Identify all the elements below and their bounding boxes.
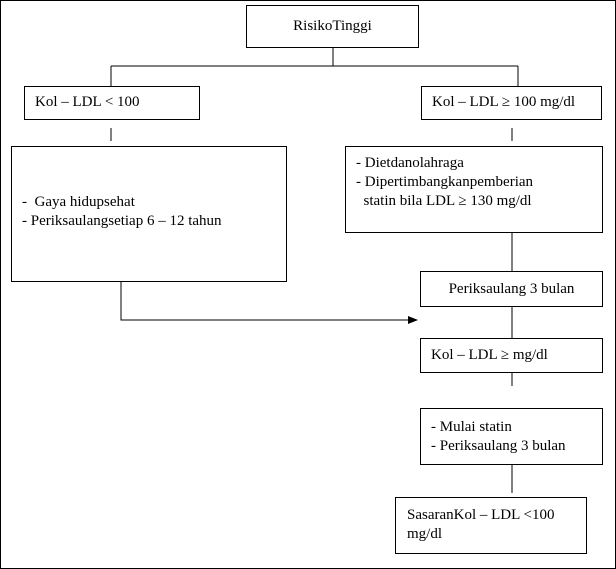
statin-action-line-2: - Periksaulang 3 bulan bbox=[431, 438, 566, 454]
left-action-line-2: - Periksaulangsetiap 6 – 12 tahun bbox=[22, 213, 222, 229]
condition-2-label: Kol – LDL ≥ mg/dl bbox=[431, 347, 548, 363]
target-node: SasaranKol – LDL <100 mg/dl bbox=[395, 497, 587, 554]
right-action-line-1: - Dietdanolahraga bbox=[356, 155, 464, 171]
right-action-node: - Dietdanolahraga - Dipertimbangkanpembe… bbox=[345, 146, 603, 233]
target-line-2: mg/dl bbox=[407, 526, 443, 542]
right-condition-node: Kol – LDL ≥ 100 mg/dl bbox=[421, 86, 602, 120]
connector-left-action-to-recheck-arrow bbox=[120, 282, 418, 324]
statin-action-node: - Mulai statin - Periksaulang 3 bulan bbox=[420, 408, 603, 465]
condition-2-node: Kol – LDL ≥ mg/dl bbox=[420, 338, 603, 373]
root-node-label: RisikoTinggi bbox=[293, 18, 372, 34]
recheck-label: Periksaulang 3 bulan bbox=[448, 280, 575, 297]
right-action-line-2: - Dipertimbangkanpemberian bbox=[356, 174, 534, 190]
root-node: RisikoTinggi bbox=[246, 5, 419, 48]
right-condition-label: Kol – LDL ≥ 100 mg/dl bbox=[432, 94, 576, 110]
target-line-1: SasaranKol – LDL <100 bbox=[407, 507, 555, 523]
statin-action-line-1: - Mulai statin bbox=[431, 419, 512, 435]
right-action-line-3: statin bila LDL ≥ 130 mg/dl bbox=[356, 193, 532, 209]
left-condition-node: Kol – LDL < 100 bbox=[24, 86, 200, 120]
left-action-line-1: - Gaya hidupsehat bbox=[22, 194, 135, 210]
left-action-node: - Gaya hidupsehat - Periksaulangsetiap 6… bbox=[11, 146, 287, 282]
left-condition-label: Kol – LDL < 100 bbox=[35, 94, 140, 110]
recheck-node: Periksaulang 3 bulan bbox=[420, 271, 603, 307]
